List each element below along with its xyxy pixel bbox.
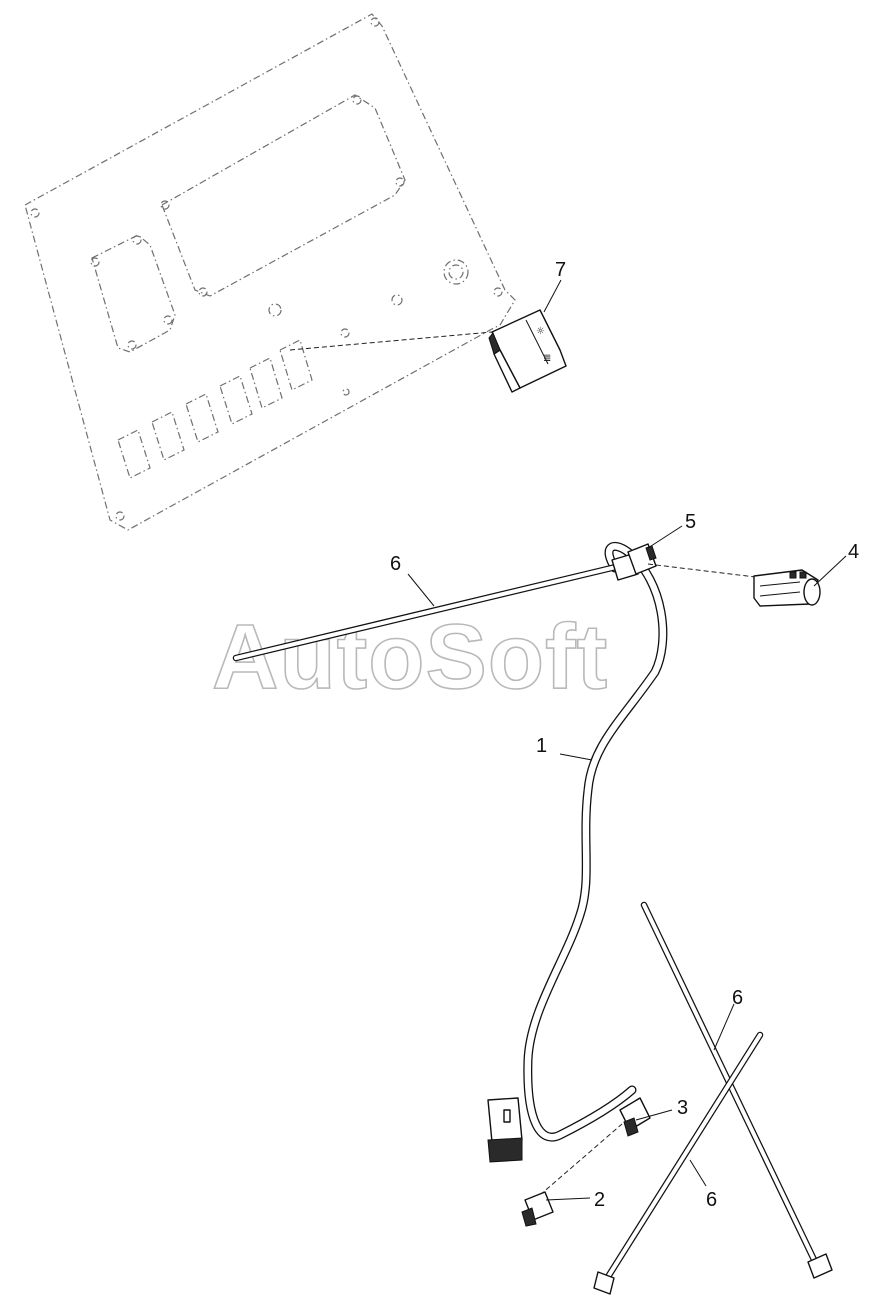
callout-3: 3 — [677, 1097, 688, 1119]
watermark-text: AutoSoft — [212, 606, 608, 708]
callout-6-upper: 6 — [390, 553, 401, 575]
callout-7: 7 — [555, 259, 566, 281]
callout-4: 4 — [848, 541, 859, 563]
connector-mating-line-lower — [539, 1123, 623, 1196]
callout-2: 2 — [594, 1189, 605, 1211]
headlight-symbol-icon: ≣ — [543, 353, 551, 364]
connector-mating-line-upper — [647, 563, 781, 581]
sun-symbol-icon: ☼ — [536, 326, 545, 337]
connector-housing-part-4 — [753, 569, 821, 607]
callout-6-lower: 6 — [706, 1189, 717, 1211]
switch-mount-line — [289, 331, 493, 351]
cable-tie-part-6-short — [593, 1031, 764, 1295]
plug-connector — [487, 1097, 523, 1163]
dashboard-panel-outline — [24, 13, 516, 531]
rocker-switch-part-7: ☼ ≣ — [488, 309, 567, 393]
callout-5: 5 — [685, 511, 696, 533]
cable-tie-part-6-long — [640, 901, 833, 1279]
wiring-harness-part-1 — [523, 542, 668, 1142]
terminal-part-2 — [521, 1191, 554, 1227]
callout-1: 1 — [536, 735, 547, 757]
callout-leaders — [407, 279, 847, 1201]
terminal-connector-part-3 — [619, 1097, 651, 1137]
callout-6-right: 6 — [732, 987, 743, 1009]
